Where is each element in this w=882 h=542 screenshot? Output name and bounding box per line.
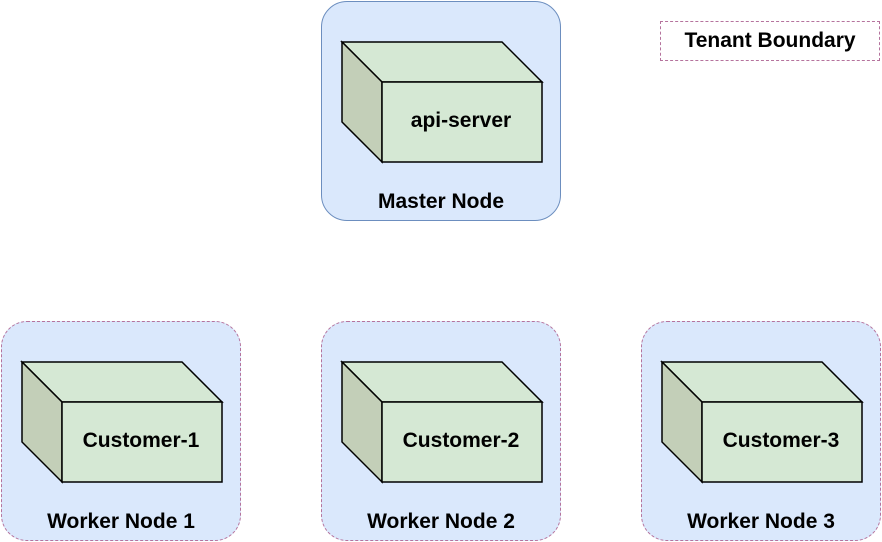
customer-1-cube: Customer-1 [20,360,224,484]
customer-2-label: Customer-2 [402,429,520,452]
worker-node-1: Customer-1 Worker Node 1 [1,321,241,541]
cube-icon [340,360,544,484]
worker-node-2: Customer-2 Worker Node 2 [321,321,561,541]
customer-1-label: Customer-1 [82,429,200,452]
worker-node-3: Customer-3 Worker Node 3 [641,321,881,541]
customer-2-cube: Customer-2 [340,360,544,484]
master-node-label: Master Node [377,190,505,213]
api-server-cube: api-server [340,40,544,164]
tenant-boundary-legend: Tenant Boundary [660,21,880,61]
worker-node-3-label: Worker Node 3 [687,510,835,533]
customer-3-cube: Customer-3 [660,360,864,484]
cube-icon [340,40,544,164]
worker-node-2-label: Worker Node 2 [367,510,515,533]
api-server-label: api-server [410,109,512,132]
worker-node-1-label: Worker Node 1 [47,510,195,533]
cube-icon [20,360,224,484]
master-node: api-server Master Node [321,1,561,221]
customer-3-label: Customer-3 [722,429,840,452]
cube-icon [660,360,864,484]
